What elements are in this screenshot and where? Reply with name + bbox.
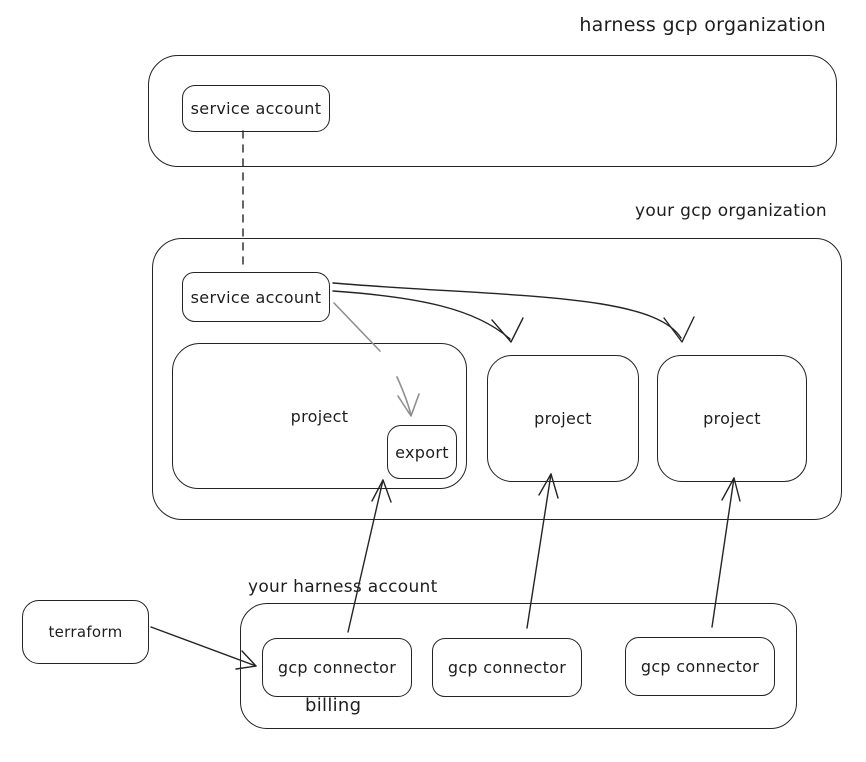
container-harness-gcp-organization [148, 55, 837, 167]
node-project-3: project [657, 355, 807, 482]
node-project-2: project [487, 355, 639, 482]
label-billing: billing [305, 695, 362, 716]
container-your-gcp-organization [152, 238, 842, 520]
node-export: export [387, 425, 457, 479]
label-your-gcp-organization: your gcp organization [635, 201, 827, 221]
node-service-account-harness-org: service account [182, 85, 330, 132]
label-harness-gcp-organization: harness gcp organization [579, 14, 826, 36]
node-gcp-connector-2: gcp connector [432, 638, 582, 697]
node-gcp-connector-1: gcp connector [262, 638, 412, 697]
node-terraform: terraform [22, 600, 149, 664]
node-gcp-connector-3: gcp connector [625, 637, 775, 696]
label-your-harness-account: your harness account [248, 577, 438, 597]
node-service-account-your-org: service account [182, 272, 330, 322]
